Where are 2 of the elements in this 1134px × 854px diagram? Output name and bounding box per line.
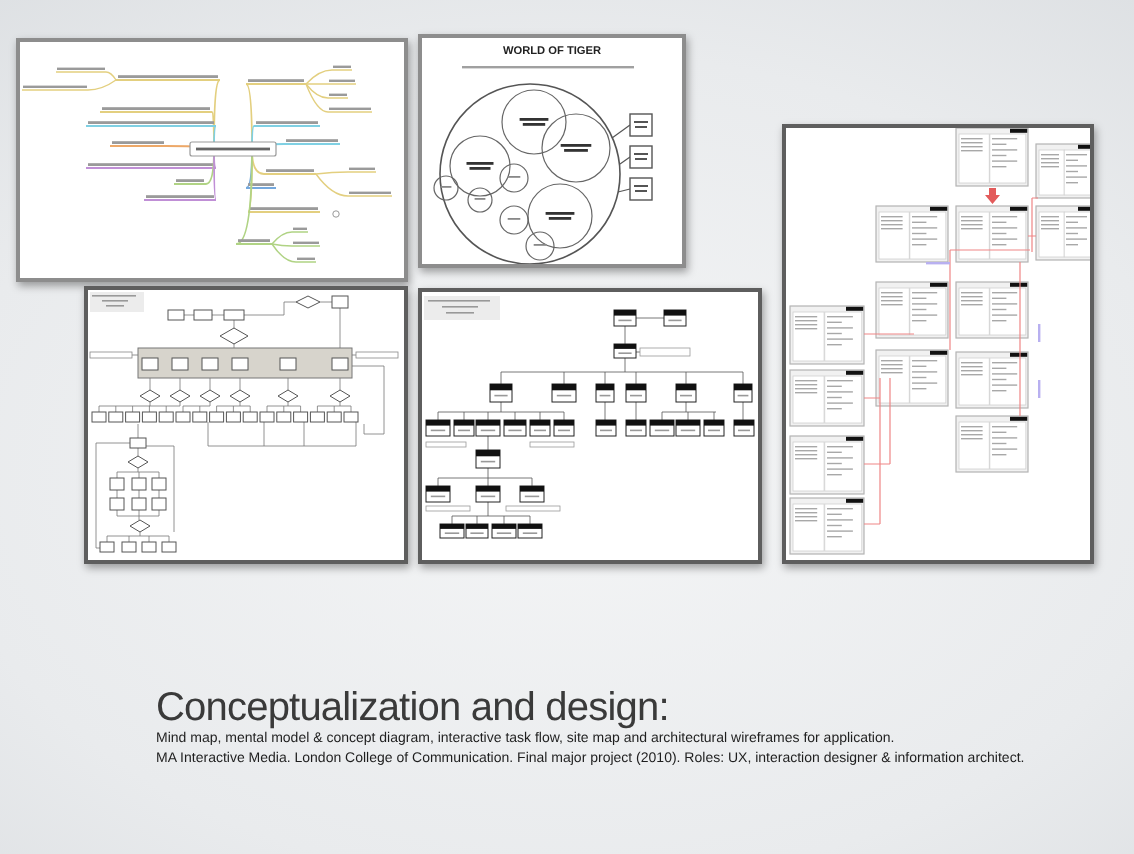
slide-title: Conceptualization and design:	[156, 684, 669, 731]
concept-diagram-thumbnail	[418, 34, 686, 268]
